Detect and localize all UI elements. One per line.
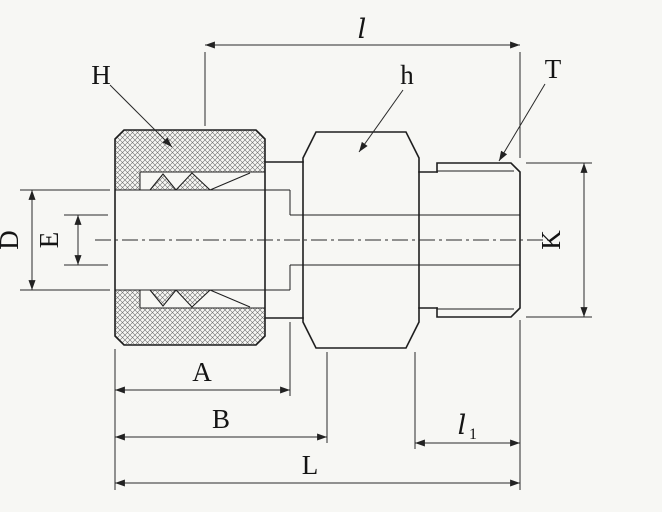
dim-E-extension-lines — [64, 214, 108, 266]
dimension-B: B — [115, 352, 328, 443]
dimension-l1: l 1 — [414, 352, 520, 449]
label-T: T — [545, 54, 562, 84]
through-bore-lines — [290, 214, 520, 266]
front-ferrule-bottom — [174, 289, 212, 308]
back-ferrule-top — [148, 173, 178, 191]
label-l: l — [358, 14, 367, 45]
thread-groove — [418, 171, 438, 309]
dimension-T: T — [498, 54, 562, 162]
dim-l-extension-lines — [204, 52, 521, 158]
bores — [115, 189, 520, 291]
front-ferrule-top — [174, 172, 212, 191]
neck-section — [264, 161, 304, 319]
dimension-E: E — [34, 214, 108, 266]
label-L: L — [302, 450, 319, 480]
leader-T — [498, 83, 546, 162]
leader-h — [358, 89, 404, 153]
label-h: h — [400, 60, 414, 90]
dimension-L: L — [115, 450, 520, 487]
nut-section — [114, 129, 266, 346]
label-E: E — [34, 232, 64, 249]
dimension-K: K — [526, 162, 592, 318]
body-nose-taper — [209, 172, 251, 308]
back-ferrule-bottom — [148, 289, 178, 307]
ferrule-set — [148, 172, 251, 308]
dimension-H: H — [91, 60, 173, 148]
dimension-l: l — [204, 14, 521, 158]
hex-section — [302, 131, 420, 349]
nut-hatch — [115, 130, 265, 345]
leader-H — [109, 84, 173, 148]
dimension-h: h — [358, 60, 414, 153]
thread-root-lines — [437, 170, 514, 310]
dimension-D: D — [0, 189, 110, 291]
tube-bore-lines — [115, 189, 290, 291]
label-H: H — [91, 60, 111, 90]
label-K: K — [536, 230, 566, 250]
label-D: D — [0, 230, 24, 250]
label-l1-base: l — [458, 410, 467, 441]
fitting-body — [95, 129, 548, 349]
dimension-A: A — [115, 322, 291, 396]
label-A: A — [192, 357, 212, 387]
label-B: B — [212, 404, 230, 434]
nut-outline — [114, 129, 266, 346]
label-l1-subscript: 1 — [469, 426, 477, 443]
